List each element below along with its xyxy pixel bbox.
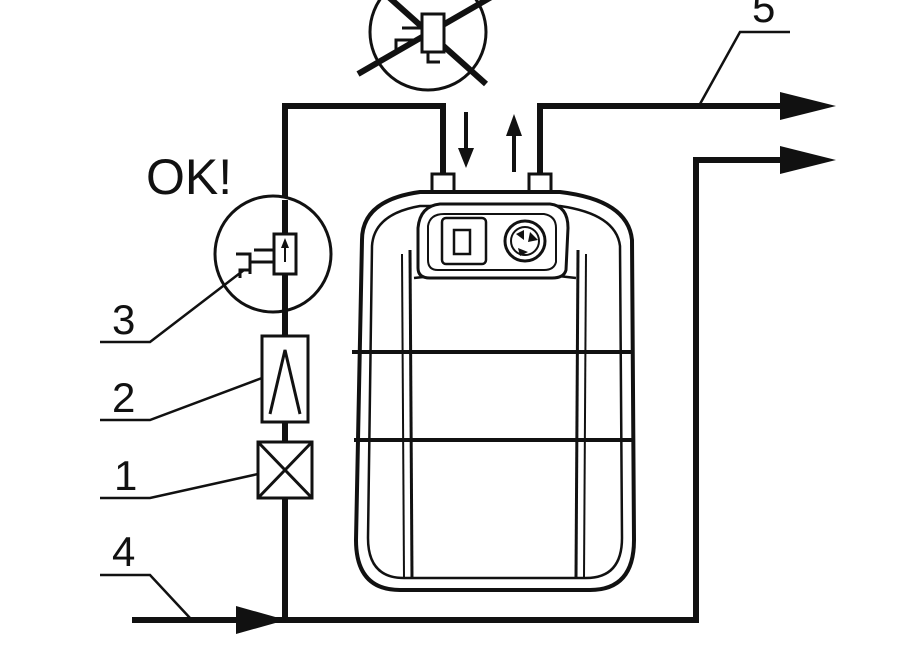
- flow-direction-arrows: [458, 112, 522, 172]
- control-panel-icon: [416, 202, 570, 280]
- return-line: [693, 146, 836, 623]
- shutoff-valve-icon: [256, 440, 314, 500]
- crossed-out-valve-icon: [356, 0, 493, 92]
- water-heater-tank: [352, 190, 637, 592]
- check-valve-icon: [260, 334, 310, 424]
- ok-label: OK!: [146, 149, 232, 205]
- callout-label-1: 1: [114, 452, 137, 499]
- inlet-fitting: [430, 172, 456, 194]
- callout-label-4: 4: [112, 528, 135, 575]
- callout-label-5: 5: [752, 0, 775, 31]
- hot-outlet-arrow-icon: [780, 92, 836, 120]
- callout-label-3: 3: [112, 296, 135, 343]
- down-arrow-icon: [458, 148, 474, 168]
- cold-water-supply-line: [132, 606, 696, 634]
- inlet-arrow-icon: [236, 606, 286, 634]
- hot-outlet-pipe: [537, 92, 836, 176]
- return-arrow-icon: [780, 146, 836, 174]
- safety-valve-icon: [213, 194, 333, 314]
- callout-leaders: [100, 30, 790, 619]
- outlet-fitting: [527, 172, 553, 194]
- up-arrow-icon: [506, 114, 522, 136]
- callout-label-2: 2: [112, 374, 135, 421]
